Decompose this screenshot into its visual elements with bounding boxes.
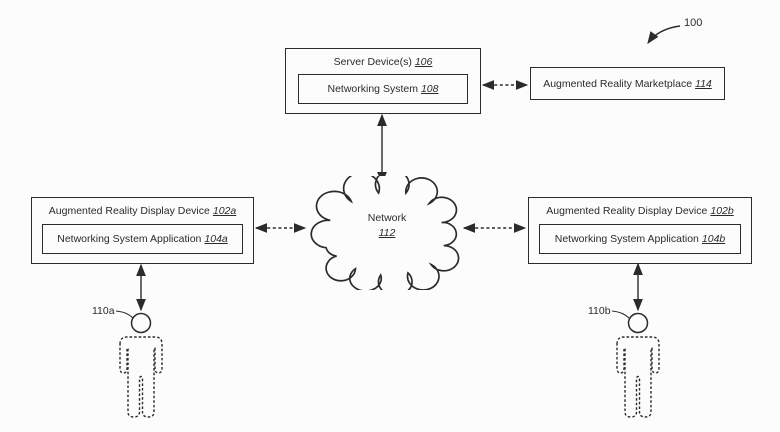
app-a-label: Networking System Application — [57, 233, 202, 245]
server-ref: 106 — [414, 56, 433, 68]
cloud-outline — [310, 176, 460, 290]
device-b-label: Augmented Reality Display Device — [546, 205, 708, 217]
person-b-head — [627, 312, 649, 334]
app-a-ref: 104a — [204, 233, 228, 245]
user-a-label: 110a — [92, 305, 115, 317]
marketplace-label: Augmented Reality Marketplace — [543, 77, 693, 90]
network-cloud-label: Network 112 — [303, 211, 471, 241]
network-label: Network — [367, 212, 407, 224]
device-a-label: Augmented Reality Display Device — [48, 205, 210, 217]
person-b-body — [616, 336, 660, 418]
app-b-label: Networking System Application — [554, 233, 699, 245]
device-a-ref: 102a — [212, 205, 237, 217]
device-b-ref: 102b — [710, 205, 734, 217]
person-a-head — [130, 312, 152, 334]
person-icon-a — [119, 312, 163, 418]
user-b-label: 110b — [588, 305, 611, 317]
server-label: Server Device(s) — [333, 56, 412, 68]
marketplace-ref: 114 — [695, 77, 712, 90]
figure-ref-label: 100 — [684, 17, 703, 29]
person-a-body — [119, 336, 163, 418]
app-b-ref: 104b — [701, 233, 726, 245]
figure-ref-arrow — [647, 25, 681, 44]
server-box-title: Server Device(s)106 — [286, 49, 480, 68]
person-icon-b — [616, 312, 660, 418]
network-cloud — [310, 176, 460, 290]
networking-system-label: Networking System — [327, 83, 418, 95]
networking-system-ref: 108 — [420, 83, 439, 95]
network-ref: 112 — [378, 227, 396, 239]
